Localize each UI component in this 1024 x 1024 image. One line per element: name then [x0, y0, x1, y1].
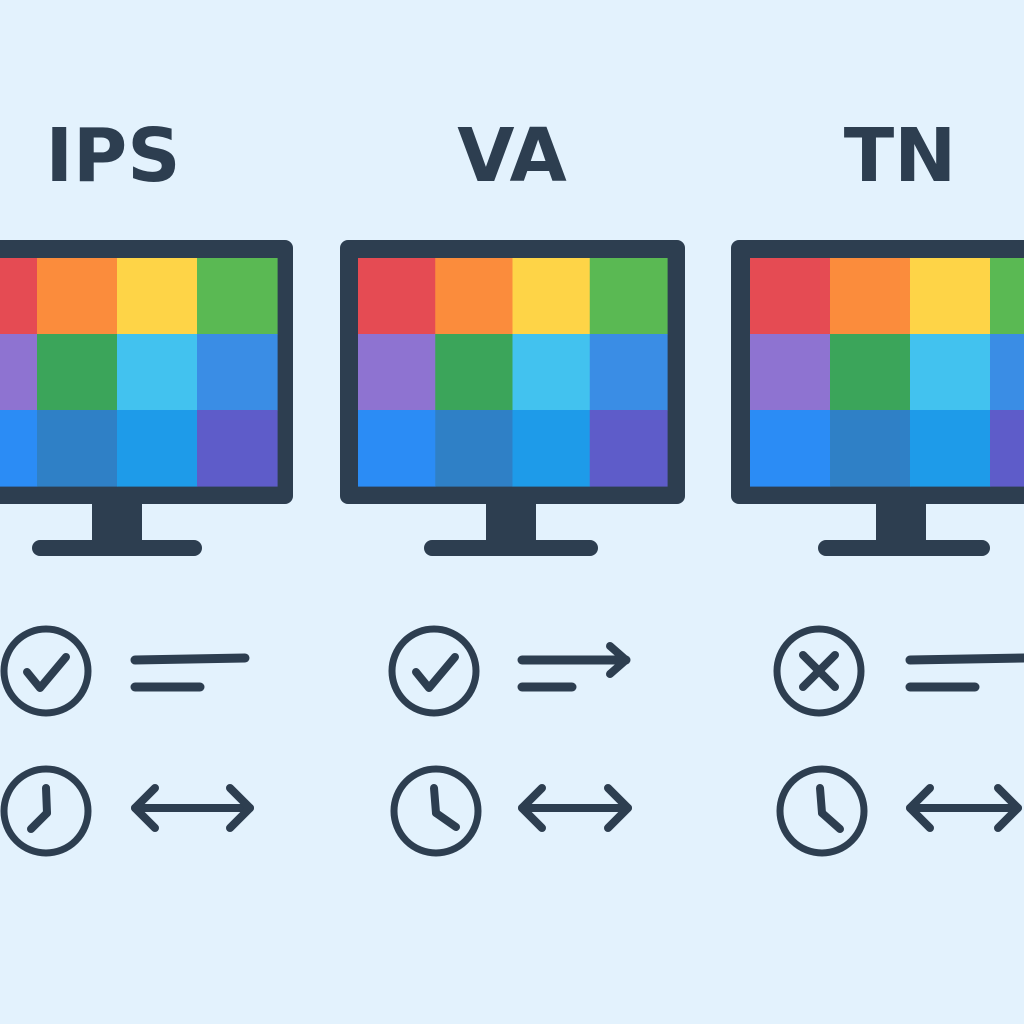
swatch-r0-c2 [117, 258, 198, 335]
swatch-r1-c1 [435, 334, 514, 411]
swatch-r1-c1 [830, 334, 911, 411]
swatch-r0-c1 [435, 258, 514, 335]
panel-title-tn: TN [844, 113, 956, 199]
swatch-r0-c0 [750, 258, 831, 335]
monitor-tn [731, 240, 1024, 556]
swatch-r0-c3 [990, 258, 1024, 335]
swatch-r2-c1 [435, 410, 514, 487]
color-swatch-grid [358, 258, 668, 487]
double-arrow-icon [906, 784, 1022, 832]
swatch-r1-c2 [117, 334, 198, 411]
x-circle-icon [773, 625, 865, 717]
clock-icon [776, 765, 868, 857]
swatch-r1-c3 [990, 334, 1024, 411]
clock-icon [0, 765, 92, 857]
swatch-r1-c0 [358, 334, 436, 411]
color-swatch-grid [0, 258, 278, 487]
swatch-r2-c0 [358, 410, 436, 487]
double-arrow-icon [518, 784, 632, 832]
swatch-r1-c0 [0, 334, 38, 411]
panel-va: VA [340, 113, 685, 857]
monitor-base [32, 540, 202, 556]
swatch-r2-c0 [750, 410, 831, 487]
swatch-r1-c3 [197, 334, 278, 411]
swatch-r0-c1 [830, 258, 911, 335]
lines-icon [130, 653, 250, 692]
panel-ips: IPS [0, 113, 293, 857]
swatch-r1-c2 [512, 334, 591, 411]
panel-title-va: VA [457, 113, 567, 199]
panel-title-ips: IPS [45, 113, 180, 199]
monitor-base [424, 540, 598, 556]
clock-icon [390, 765, 482, 857]
swatch-r1-c1 [37, 334, 118, 411]
double-arrow-icon [131, 784, 254, 832]
monitor-va [340, 240, 685, 556]
monitor-base [818, 540, 990, 556]
check-circle-icon [0, 625, 92, 717]
swatch-r1-c3 [589, 334, 668, 411]
lines-arrow-icon [517, 642, 631, 692]
swatch-r2-c3 [990, 410, 1024, 487]
lines-icon [905, 653, 1024, 692]
monitor-neck [876, 504, 926, 542]
swatch-r2-c1 [830, 410, 911, 487]
swatch-r0-c1 [37, 258, 118, 335]
swatch-r2-c2 [512, 410, 591, 487]
swatch-r0-c0 [0, 258, 38, 335]
swatch-r1-c2 [910, 334, 991, 411]
swatch-r0-c2 [512, 258, 591, 335]
swatch-r1-c0 [750, 334, 831, 411]
check-circle-icon [388, 625, 480, 717]
swatch-r2-c3 [197, 410, 278, 487]
swatch-r2-c2 [910, 410, 991, 487]
swatch-r0-c0 [358, 258, 436, 335]
swatch-r0-c3 [589, 258, 668, 335]
monitor-neck [92, 504, 142, 542]
color-swatch-grid [750, 258, 1024, 487]
swatch-r0-c3 [197, 258, 278, 335]
swatch-r2-c2 [117, 410, 198, 487]
swatch-r0-c2 [910, 258, 991, 335]
monitor-ips [0, 240, 293, 556]
panel-tn: TN [731, 113, 1024, 857]
swatch-r2-c3 [589, 410, 668, 487]
monitor-neck [486, 504, 536, 542]
swatch-r2-c0 [0, 410, 38, 487]
swatch-r2-c1 [37, 410, 118, 487]
